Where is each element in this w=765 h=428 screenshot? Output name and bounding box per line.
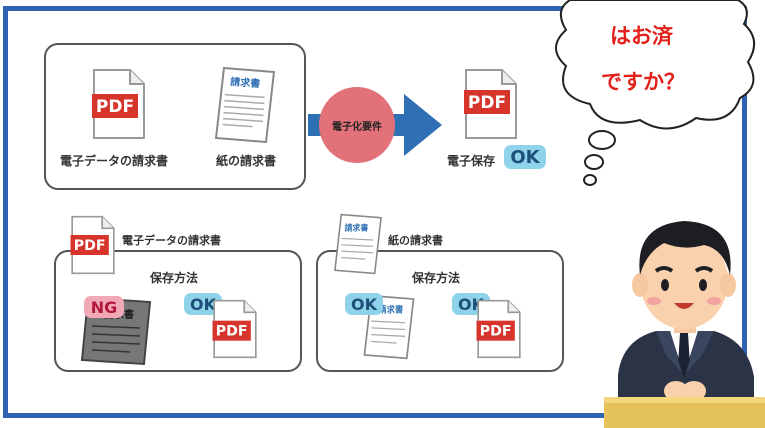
- top-electronic-invoice-label: 電子データの請求書: [60, 154, 169, 168]
- storage-method-label: 保存方法: [150, 271, 199, 285]
- electronic-invoice-title: 電子データの請求書: [122, 234, 221, 247]
- requirement-circle: 電子化要件: [319, 87, 395, 163]
- paper-invoice-icon: 請求書: [334, 213, 382, 275]
- requirement-label: 電子化要件: [332, 121, 382, 133]
- ok-badge: OK: [184, 293, 222, 315]
- paper-invoice-title: 紙の請求書: [388, 234, 443, 247]
- pdf-document-icon: PDF: [70, 215, 115, 275]
- pdf-document-icon: PDF: [92, 69, 145, 139]
- invoice-title: 請求書: [344, 222, 368, 232]
- storage-method-label: 保存方法: [412, 271, 461, 285]
- pdf-label: PDF: [468, 93, 506, 113]
- ok-badge: OK: [345, 293, 383, 315]
- pdf-document-icon: PDF: [464, 69, 517, 139]
- pdf-document-icon: PDF: [476, 299, 521, 359]
- bubble-text-line2: ですか？: [601, 70, 685, 94]
- invoice-title: 請求書: [378, 305, 404, 315]
- ok-badge: OK: [504, 145, 546, 169]
- invoice-title: 請求書: [230, 75, 261, 90]
- pdf-label: PDF: [216, 324, 248, 340]
- ng-badge: NG: [84, 296, 124, 318]
- paper-invoice-icon: 請求書: [214, 66, 276, 144]
- thought-bubble: [555, 0, 755, 186]
- pdf-label: PDF: [74, 238, 106, 254]
- pdf-label: PDF: [96, 97, 134, 117]
- pdf-label: PDF: [480, 324, 512, 340]
- businessman-illustration: [604, 221, 765, 428]
- pdf-document-icon: PDF: [212, 299, 257, 359]
- bubble-text-line1: はお済: [610, 24, 673, 48]
- electronic-storage-label: 電子保存: [447, 154, 496, 168]
- top-paper-invoice-label: 紙の請求書: [216, 154, 277, 168]
